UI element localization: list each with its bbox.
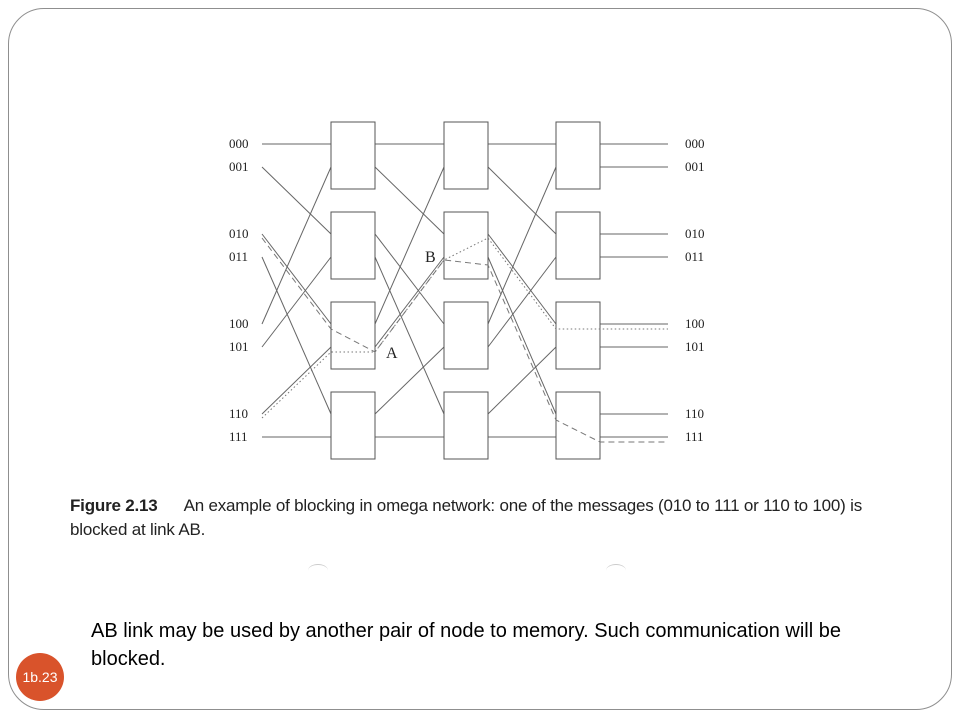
output-label-0: 000 — [685, 136, 705, 151]
switch-0-1 — [330, 211, 376, 280]
switch-0-2 — [330, 301, 376, 370]
output-label-5: 101 — [685, 339, 705, 354]
output-label-6: 110 — [685, 406, 704, 421]
ghost-arc-right — [606, 564, 626, 577]
output-label-1: 001 — [685, 159, 705, 174]
wire-s0-1 — [374, 166, 445, 235]
wire-s1-1 — [487, 166, 557, 235]
input-label-6: 110 — [229, 406, 248, 421]
output-label-3: 011 — [685, 249, 704, 264]
input-label-4: 100 — [229, 316, 249, 331]
wire-in-5 — [261, 256, 332, 348]
output-label-2: 010 — [685, 226, 705, 241]
network-wires — [261, 143, 668, 438]
wire-s1-6 — [487, 346, 557, 415]
input-label-7: 111 — [229, 429, 248, 444]
wire-s1-4 — [487, 166, 557, 325]
wire-in-6 — [261, 346, 332, 415]
ghost-arc-left — [308, 564, 328, 577]
wire-s1-2 — [487, 233, 557, 325]
input-label-3: 011 — [229, 249, 248, 264]
wire-in-2 — [261, 233, 332, 325]
switch-1-1 — [443, 211, 489, 280]
wire-in-4 — [261, 166, 332, 325]
link-label-b: B — [425, 249, 436, 266]
switch-2-0 — [555, 121, 601, 190]
input-label-2: 010 — [229, 226, 249, 241]
wire-s1-3 — [487, 256, 557, 415]
switch-2-3 — [555, 391, 601, 460]
switch-2-2 — [555, 301, 601, 370]
switch-0-0 — [330, 121, 376, 190]
switch-1-2 — [443, 301, 489, 370]
wire-s0-3 — [374, 256, 445, 415]
switch-columns — [330, 121, 601, 460]
input-label-1: 001 — [229, 159, 249, 174]
switch-1-3 — [443, 391, 489, 460]
wire-s0-6 — [374, 346, 445, 415]
wire-s1-5 — [487, 256, 557, 348]
link-label-a: A — [386, 345, 398, 362]
wire-s0-2 — [374, 233, 445, 325]
output-labels: 000 001 010 011 100 101 110 111 — [685, 136, 705, 444]
input-label-0: 000 — [229, 136, 249, 151]
output-label-7: 111 — [685, 429, 704, 444]
blocked-message-paths — [261, 237, 668, 443]
slide-number-badge: 1b.23 — [16, 653, 64, 701]
wire-in-3 — [261, 256, 332, 415]
slide-frame — [8, 8, 952, 710]
body-text: AB link may be used by another pair of n… — [91, 620, 841, 670]
wire-s0-5 — [374, 256, 445, 348]
switch-1-0 — [443, 121, 489, 190]
figure-caption-text: An example of blocking in omega network:… — [70, 496, 863, 539]
switch-2-1 — [555, 211, 601, 280]
switch-0-3 — [330, 391, 376, 460]
output-label-4: 100 — [685, 316, 705, 331]
figure-label: Figure 2.13 — [70, 496, 158, 515]
wire-in-1 — [261, 166, 332, 235]
wire-s0-4 — [374, 166, 445, 325]
input-labels: 000 001 010 011 100 101 110 111 — [229, 136, 249, 444]
message-path-010-to-111 — [261, 237, 668, 443]
input-label-5: 101 — [229, 339, 249, 354]
